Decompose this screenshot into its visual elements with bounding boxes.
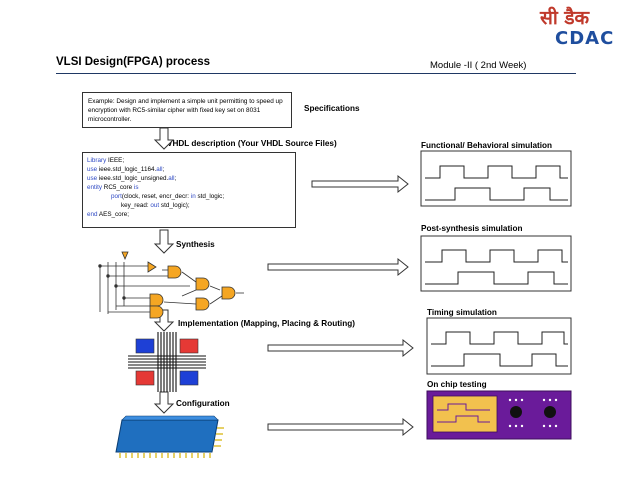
code-line: Library IEEE; bbox=[87, 157, 125, 164]
fpga-chip-icon bbox=[115, 415, 224, 458]
right-arrow-functional bbox=[311, 174, 409, 194]
timing-sim-label: Timing simulation bbox=[427, 308, 497, 317]
right-arrow-on-chip bbox=[267, 417, 414, 437]
code-line: entity RC5_core is bbox=[87, 184, 139, 191]
down-arrow-implementation-to-configuration bbox=[153, 391, 175, 414]
right-arrow-timing bbox=[267, 338, 414, 358]
slide-title: VLSI Design(FPGA) process bbox=[56, 56, 211, 68]
code-line: end AES_core; bbox=[87, 211, 130, 218]
fpga-routing-diagram bbox=[128, 332, 206, 392]
down-arrow-vhdl-to-synthesis bbox=[153, 229, 175, 254]
cdac-logo: CDAC bbox=[555, 28, 615, 49]
down-arrow-spec-to-vhdl bbox=[153, 127, 175, 150]
specifications-label: Specifications bbox=[304, 104, 360, 113]
post-synthesis-sim-label: Post-synthesis simulation bbox=[421, 224, 523, 233]
synthesis-label: Synthesis bbox=[176, 240, 215, 249]
oscilloscope-icon bbox=[426, 390, 572, 440]
module-label: Module -II ( 2nd Week) bbox=[430, 60, 527, 71]
functional-sim-label: Functional/ Behavioral simulation bbox=[421, 141, 553, 150]
functional-waveform bbox=[420, 150, 572, 207]
specification-box: Example: Design and implement a simple u… bbox=[82, 92, 292, 128]
post-synthesis-waveform bbox=[420, 235, 572, 292]
code-line: key_read: out std_logic); bbox=[121, 202, 190, 209]
down-arrow-synthesis-to-implementation bbox=[153, 309, 175, 332]
code-line: port(clock, reset, encr_decr: in std_log… bbox=[111, 193, 225, 200]
code-line: use ieee.std_logic_1164.all; bbox=[87, 166, 165, 173]
title-rule bbox=[56, 73, 576, 74]
on-chip-testing-label: On chip testing bbox=[427, 380, 487, 389]
gate-netlist-diagram bbox=[98, 251, 244, 319]
vhdl-code-box: Library IEEE; use ieee.std_logic_1164.al… bbox=[82, 152, 296, 228]
timing-waveform bbox=[426, 317, 572, 375]
implementation-label: Implementation (Mapping, Placing & Routi… bbox=[178, 319, 355, 328]
cdac-logo-hindi: सी डैक bbox=[540, 7, 590, 29]
code-line: use ieee.std_logic_unsigned.all; bbox=[87, 175, 177, 182]
vhdl-label: VHDL description (Your VHDL Source Files… bbox=[167, 139, 337, 148]
configuration-label: Configuration bbox=[176, 399, 230, 408]
right-arrow-post-synthesis bbox=[267, 257, 409, 277]
